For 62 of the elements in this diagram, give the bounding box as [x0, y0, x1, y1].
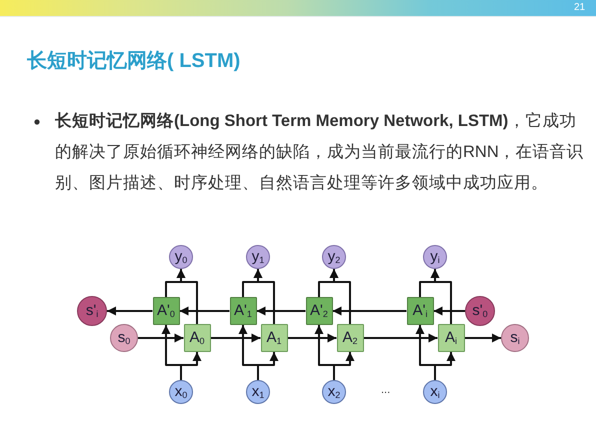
arrow — [430, 269, 452, 324]
node-label: A$_{i}$ — [444, 330, 457, 346]
page-number: 21 — [574, 2, 586, 13]
arrow — [256, 306, 306, 316]
node-label: A'$_{1}$ — [234, 303, 252, 319]
forward-cell-box — [184, 324, 210, 352]
arrow — [333, 352, 355, 380]
state-circle — [77, 296, 107, 326]
output-circle — [246, 245, 270, 269]
arrow — [253, 269, 275, 324]
node-label: x$_{0}$ — [174, 384, 188, 400]
arrow — [329, 269, 351, 324]
arrow — [107, 306, 152, 316]
input-circle — [423, 380, 447, 404]
arrow — [176, 269, 198, 324]
forward-cell-box — [260, 324, 288, 352]
node-label: x$_{2}$ — [328, 384, 340, 400]
input-circle — [246, 380, 270, 404]
node-label: y$_{i}$ — [430, 249, 440, 265]
output-circle — [169, 245, 193, 269]
arrow — [364, 333, 438, 343]
node-label: y$_{0}$ — [174, 249, 188, 265]
node-label: s$_{0}$ — [118, 330, 130, 346]
arrow — [138, 333, 184, 343]
arrow — [288, 333, 336, 343]
input-circle — [169, 380, 193, 404]
arrow — [464, 333, 501, 343]
node-label: A'$_{2}$ — [310, 303, 328, 319]
node-label: s$_{i}$ — [510, 330, 520, 346]
arrow — [257, 352, 279, 380]
backward-cell-box — [230, 297, 256, 325]
node-label: A$_{0}$ — [189, 330, 205, 346]
arrow — [180, 352, 202, 380]
arrow — [210, 333, 260, 343]
output-circle — [423, 245, 447, 269]
arrow — [332, 306, 406, 316]
state-circle — [465, 296, 495, 326]
backward-cell-box — [152, 297, 180, 325]
arrow — [434, 352, 456, 380]
node-label: A$_{2}$ — [342, 330, 358, 346]
state-circle — [110, 324, 138, 352]
backward-cell-box — [306, 297, 332, 325]
bullet-paragraph: 长短时记忆网络(Long Short Term Memory Network, LSTM)，它成功的解决了原始循环神经网络的缺陷，成为当前最流行的RNN，在语音识别、图片描述、时序处理、自然语言处理等许多领域中成功应用。 — [55, 111, 585, 194]
node-label: x$_{i}$ — [430, 384, 440, 400]
node-label: A'$_{0}$ — [157, 303, 175, 319]
input-circle — [322, 380, 346, 404]
node-label: A$_{1}$ — [266, 330, 282, 346]
ellipsis-label: ... — [381, 384, 390, 396]
state-circle — [501, 324, 529, 352]
slide-title: 长短时记忆网络( LSTM) — [27, 49, 240, 74]
forward-cell-box — [438, 324, 464, 352]
node-label: s'$_{0}$ — [472, 303, 488, 319]
node-label: y$_{2}$ — [328, 249, 340, 265]
node-label: s'$_{i}$ — [86, 303, 98, 319]
output-circle — [322, 245, 346, 269]
backward-cell-box — [406, 297, 434, 325]
arrow — [434, 306, 465, 316]
forward-cell-box — [336, 324, 364, 352]
node-label: x$_{1}$ — [252, 384, 264, 400]
arrow — [180, 306, 230, 316]
node-label: y$_{1}$ — [252, 249, 264, 265]
node-label: A'$_{i}$ — [412, 303, 428, 319]
